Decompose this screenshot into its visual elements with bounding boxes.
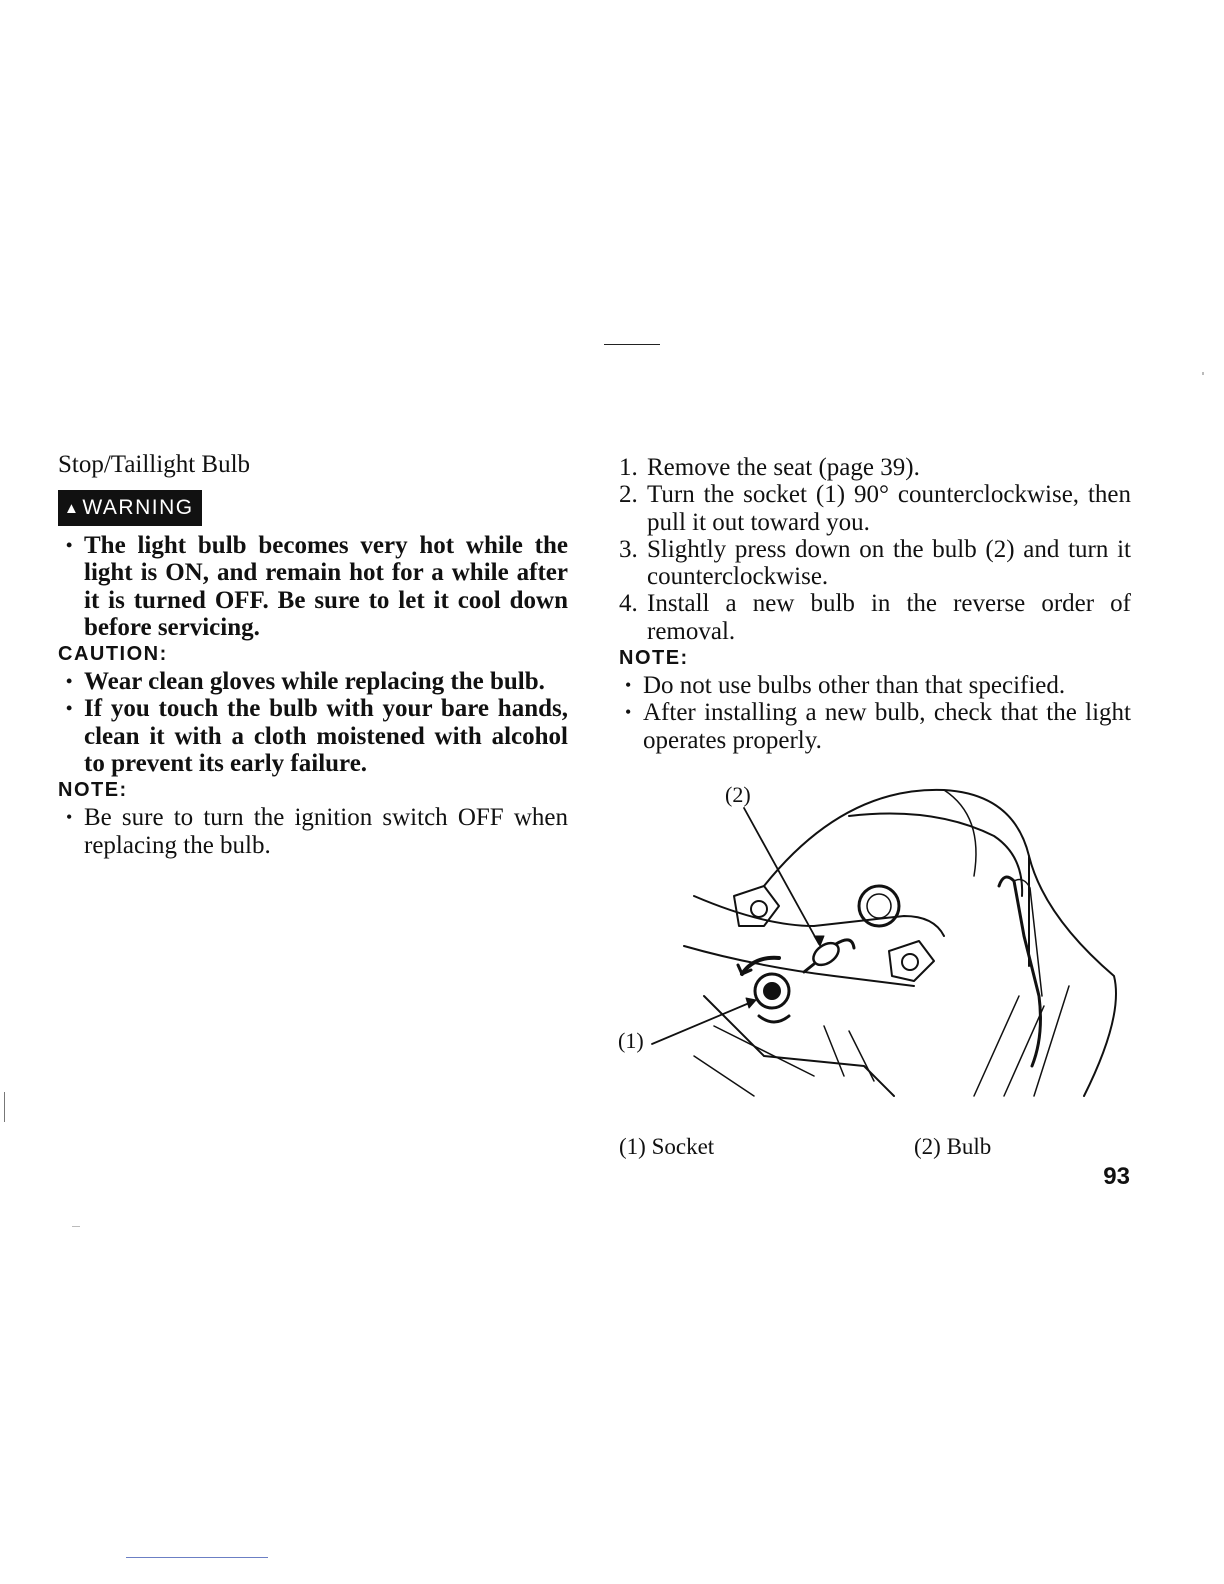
caution-list: Wear clean gloves while replacing the bu… (58, 668, 568, 777)
procedure-steps: 1.Remove the seat (page 39). 2.Turn the … (619, 454, 1131, 645)
note-item: After installing a new bulb, check that … (617, 699, 1131, 754)
caution-item: Wear clean gloves while replacing the bu… (58, 668, 568, 696)
step-item: 2.Turn the socket (1) 90° counterclockwi… (619, 481, 1131, 536)
note-item: Do not use bulbs other than that specifi… (617, 672, 1131, 700)
note-list: Do not use bulbs other than that specifi… (617, 672, 1131, 754)
callout-bulb-label: (2) (725, 782, 751, 807)
scan-speck (1202, 372, 1204, 375)
note-heading: NOTE: (58, 779, 128, 802)
caution-item: If you touch the bulb with your bare han… (58, 695, 568, 777)
taillight-illustration: (2) (1) (618, 782, 1117, 1097)
note-heading: NOTE: (619, 647, 689, 670)
section-title: Stop/Taillight Bulb (58, 451, 251, 478)
step-item: 1.Remove the seat (page 39). (619, 454, 920, 481)
right-column: 1.Remove the seat (page 39). 2.Turn the … (619, 450, 1131, 754)
warning-triangle-icon: ▲ (64, 499, 81, 517)
warning-label: WARNING (82, 496, 194, 519)
warning-item: The light bulb becomes very hot while th… (58, 532, 568, 641)
footer-rule (126, 1557, 268, 1558)
step-item: 3.Slightly press down on the bulb (2) an… (619, 535, 1131, 591)
caption-socket: (1) Socket (619, 1134, 715, 1159)
step-item: 4.Install a new bulb in the reverse orde… (619, 590, 1131, 645)
note-list: Be sure to turn the ignition switch OFF … (58, 804, 568, 859)
page-number: 93 (1103, 1163, 1130, 1190)
warning-list: The light bulb becomes very hot while th… (58, 532, 568, 641)
header-rule (604, 344, 660, 345)
caption-bulb: (2) Bulb (914, 1134, 992, 1159)
scan-speck (72, 1226, 80, 1227)
callout-socket-label: (1) (618, 1028, 644, 1053)
left-column: Stop/Taillight Bulb ▲ WARNING The light … (58, 450, 568, 859)
scan-edge-mark (4, 1092, 5, 1122)
warning-badge: ▲ WARNING (58, 490, 202, 526)
caution-heading: CAUTION: (58, 643, 168, 666)
note-item: Be sure to turn the ignition switch OFF … (58, 804, 568, 859)
